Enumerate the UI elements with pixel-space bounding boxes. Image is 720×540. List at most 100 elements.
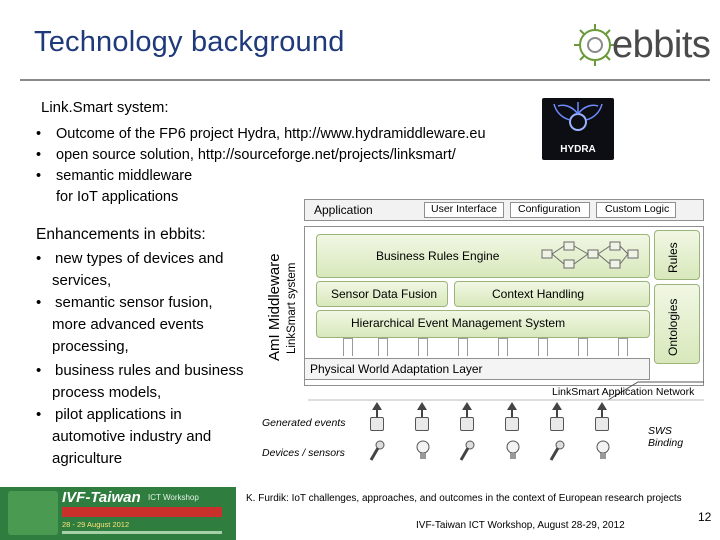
business-rules-engine-label: Business Rules Engine [376, 249, 500, 263]
arrow-shaft [511, 409, 513, 417]
sws-label: SWS [648, 425, 672, 437]
connector-arrow-icon [418, 338, 428, 356]
architecture-diagram: Application User Interface Configuration… [262, 196, 704, 466]
ebbits-logo-text: ebbits [612, 24, 711, 66]
light-bulb-icon [596, 440, 610, 459]
sensor-icon [415, 417, 429, 431]
rules-label: Rules [666, 242, 680, 273]
bullet-icon: • [36, 147, 42, 163]
light-bulb-icon [506, 440, 520, 459]
sensor-data-fusion-label: Sensor Data Fusion [331, 287, 438, 301]
user-interface-label: User Interface [431, 203, 497, 215]
arrow-shaft [601, 409, 603, 417]
list-item-text: agriculture [52, 450, 123, 467]
arrow-up-icon [552, 402, 562, 410]
list-item-text: semantic sensor fusion, [55, 294, 213, 311]
connector-arrow-icon [343, 338, 353, 356]
sensor-icon [370, 417, 384, 431]
list-item-text: automotive industry and [52, 428, 212, 445]
connector-arrow-icon [538, 338, 548, 356]
network-shape-icon [308, 381, 704, 401]
banner-detail-line [62, 531, 222, 534]
device-probe-icon [549, 440, 565, 461]
ami-middleware-label: AmI Middleware [266, 253, 283, 361]
list-item: • pilot applications in automotive indus… [36, 404, 266, 470]
connector-arrow-icon [378, 338, 388, 356]
footer-citation: K. Furdik: IoT challenges, approaches, a… [246, 493, 682, 504]
ebbits-heading: Enhancements in ebbits: [36, 226, 206, 243]
workflow-icon [541, 241, 639, 269]
list-item-text: for IoT applications [56, 189, 179, 205]
device-probe-icon [459, 440, 475, 461]
footer-event: IVF-Taiwan ICT Workshop, August 28-29, 2… [416, 520, 625, 531]
devices-sensors-label: Devices / sensors [262, 447, 345, 459]
sensor-data-fusion-box [316, 281, 448, 307]
binding-label: Binding [648, 437, 684, 449]
list-item-text: process models, [52, 384, 162, 401]
list-item-text: business rules and business [55, 362, 244, 379]
context-handling-label: Context Handling [492, 287, 585, 301]
pwal-label: Physical World Adaptation Layer [310, 362, 483, 376]
banner-title: IVF-Taiwan [62, 489, 141, 506]
arrow-shaft [466, 409, 468, 417]
arrow-up-icon [507, 402, 517, 410]
arrow-up-icon [417, 402, 427, 410]
ebbits-logo-icon [574, 24, 616, 66]
list-item: • semantic sensor fusion, more advanced … [36, 292, 266, 358]
banner-dates: 28 - 29 August 2012 [62, 520, 130, 529]
banner-subtitle: ICT Workshop [148, 493, 199, 502]
bullet-icon: • [36, 294, 42, 311]
page-number: 12 [698, 510, 712, 524]
custom-logic-box [596, 202, 676, 218]
connector-arrow-icon [618, 338, 628, 356]
sensor-icon [595, 417, 609, 431]
arrow-shaft [376, 409, 378, 417]
event-banner: IVF-Taiwan ICT Workshop 28 - 29 August 2… [0, 487, 236, 540]
application-label: Application [314, 203, 373, 217]
generated-events-label: Generated events [262, 417, 346, 429]
hydra-logo-icon [553, 102, 603, 131]
list-item: • new types of devices and services, [36, 248, 266, 292]
ontologies-box [654, 284, 700, 364]
list-item-text: more advanced events [52, 316, 204, 333]
hem-system-box [316, 310, 650, 338]
list-item-text: services, [52, 272, 112, 289]
bullet-icon: • [36, 168, 42, 184]
configuration-label: Configuration [518, 203, 581, 215]
sensor-icon [550, 417, 564, 431]
bullet-icon: • [36, 250, 42, 267]
list-item-text: processing, [52, 338, 129, 355]
list-item-text: Outcome of the FP6 project Hydra, http:/… [56, 126, 486, 142]
list-item-text: new types of devices and [55, 250, 224, 267]
title-divider [20, 79, 710, 81]
list-item-text: pilot applications in [55, 406, 182, 423]
user-interface-box [424, 202, 504, 218]
connector-arrow-icon [578, 338, 588, 356]
bullet-icon: • [36, 126, 42, 142]
rules-box [654, 230, 700, 280]
arrow-up-icon [372, 402, 382, 410]
connector-arrow-icon [498, 338, 508, 356]
hydra-logo-label: HYDRA [560, 144, 596, 155]
hem-system-label: Hierarchical Event Management System [351, 316, 566, 330]
list-item: • open source solution, http://sourcefor… [36, 146, 546, 164]
linksmart-heading: Link.Smart system: [41, 99, 169, 116]
sensor-icon [460, 417, 474, 431]
page-title: Technology background [34, 26, 345, 58]
banner-chinese-text-bar [62, 507, 222, 517]
list-item: • semantic middleware [36, 167, 296, 185]
light-bulb-icon [416, 440, 430, 459]
bullet-icon: • [36, 406, 42, 423]
hydra-logo [542, 98, 614, 160]
banner-logo-icon [8, 491, 58, 535]
arrow-shaft [556, 409, 558, 417]
arrow-up-icon [462, 402, 472, 410]
list-item: • business rules and business process mo… [36, 360, 266, 404]
device-probe-icon [369, 440, 385, 461]
list-item-text: semantic middleware [56, 168, 193, 184]
list-item: • Outcome of the FP6 project Hydra, http… [36, 125, 546, 143]
pwal-box [304, 358, 650, 380]
bullet-icon: • [36, 362, 42, 379]
configuration-box [510, 202, 590, 218]
sensor-icon [505, 417, 519, 431]
